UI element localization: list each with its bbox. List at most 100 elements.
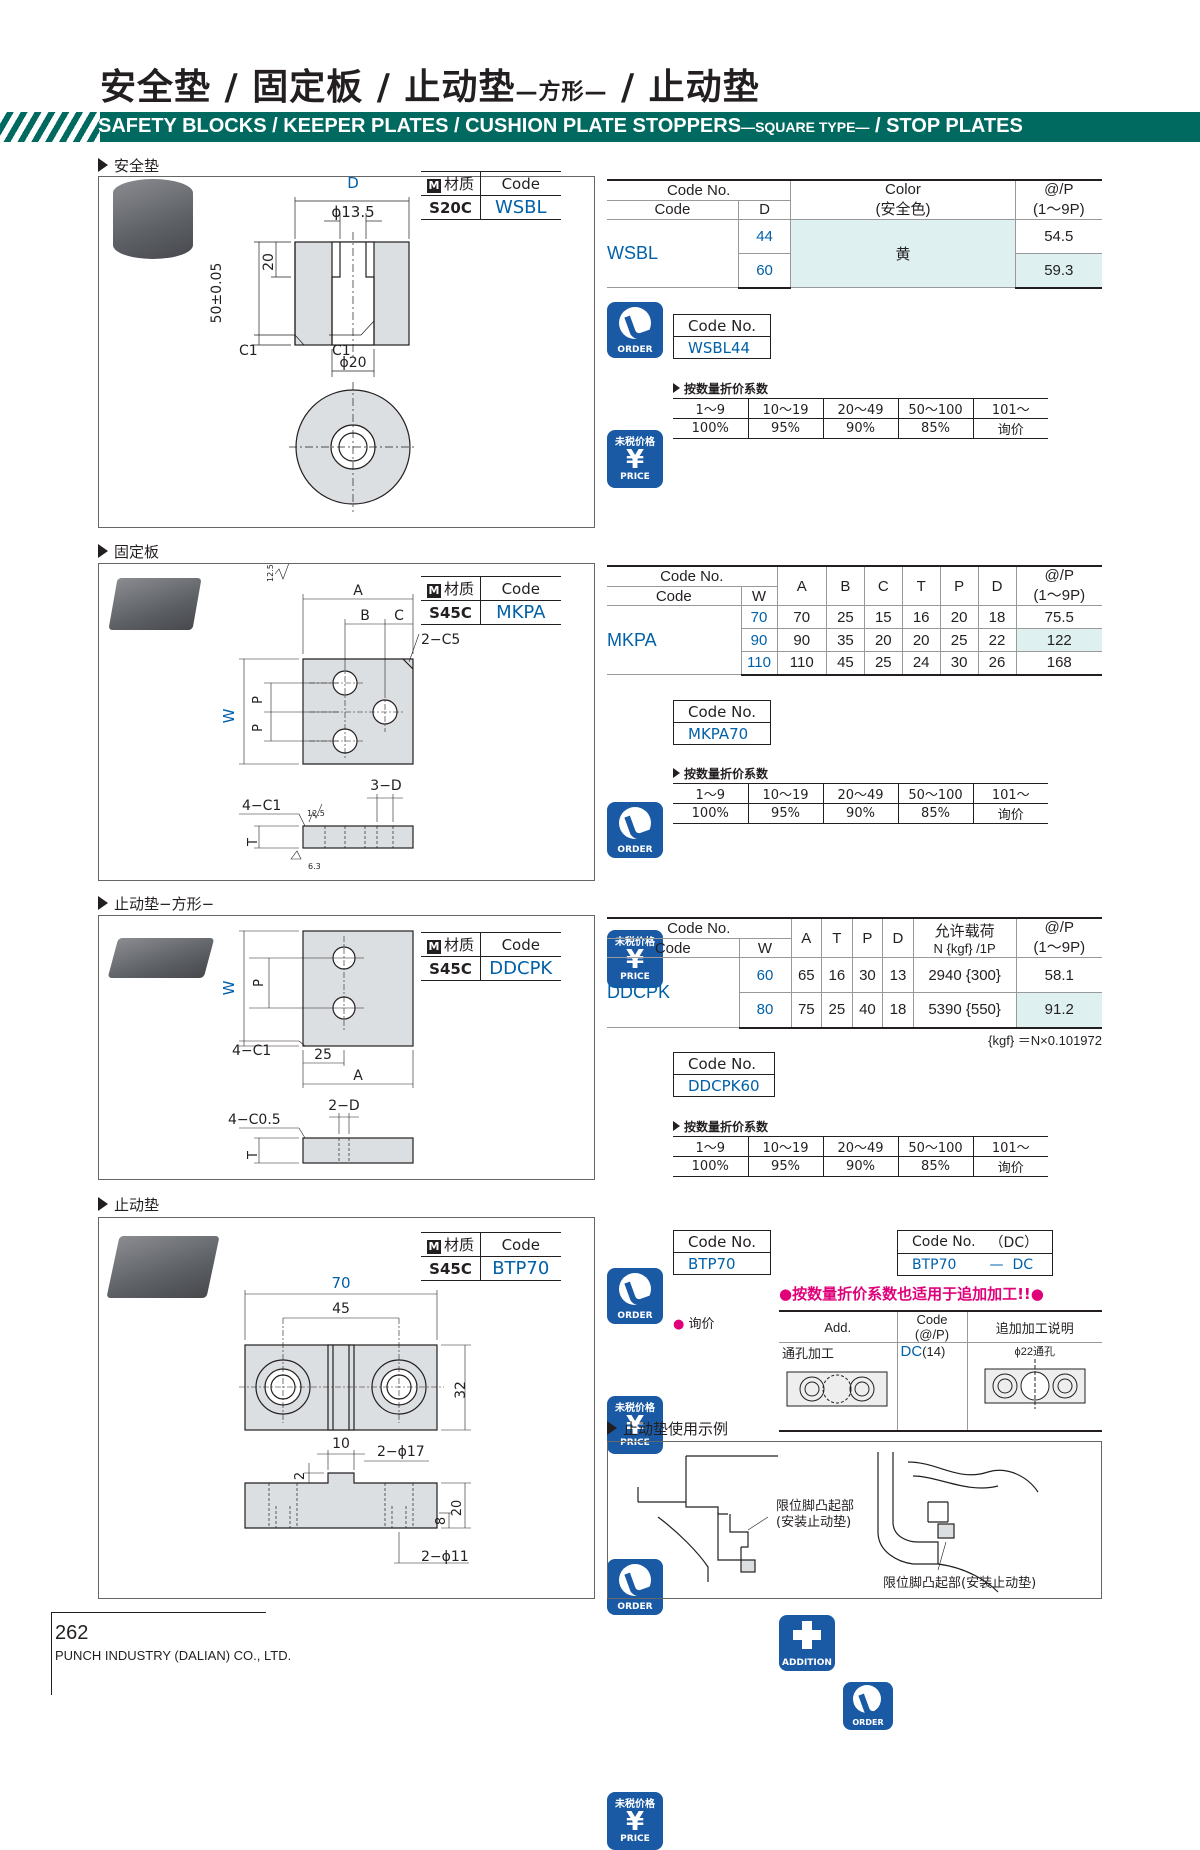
code-label: Code <box>480 1232 561 1257</box>
wsbl-row-price: 54.5 <box>1014 219 1102 254</box>
mkpa-row-price: 122 <box>1015 628 1102 652</box>
ddcpk-row-price: 58.1 <box>1015 957 1102 993</box>
th-col: P <box>939 565 979 606</box>
mkpa-dim-A: A <box>353 583 363 599</box>
phone-icon <box>619 1564 651 1596</box>
th-codeno: Code No. <box>607 917 792 940</box>
ddcpk-cell: 13 <box>882 957 914 993</box>
wsbl-color: 黄 <box>790 219 1016 288</box>
mkpa-order-example: Code No.MKPA70 <box>672 700 772 745</box>
wsbl-row-price: 59.3 <box>1014 253 1102 289</box>
ddcpk-load: 5390 {550} <box>912 992 1017 1029</box>
wsbl-dim-h: 50±0.05 <box>209 263 225 324</box>
ddcpk-dim-d2: 2−D <box>328 1098 359 1114</box>
add-name-cell: 通孔加工 <box>779 1342 898 1432</box>
ddcpk-drawing: W P 4−C1 25 A 4−C0.5 2−D T <box>220 930 414 1164</box>
th-col: T <box>821 917 853 958</box>
mkpa-dim-B: B <box>360 608 370 624</box>
mkpa-cell: 110 <box>776 651 827 676</box>
btp-dim-32: 32 <box>453 1381 469 1399</box>
mkpa-cell: 70 <box>776 605 827 629</box>
mkpa-code: MKPA <box>480 600 561 625</box>
mkpa-order-code: MKPA70 <box>672 722 772 745</box>
mkpa-cell: 20 <box>901 628 941 652</box>
code-no-label: Code No. <box>672 700 772 723</box>
plus-icon <box>793 1621 821 1649</box>
code-no-label: Code No. <box>896 1230 990 1254</box>
add-before-drawing <box>786 1371 888 1407</box>
section-title-ddcpk: 止动垫−方形− <box>98 893 214 914</box>
mkpa-cell: 24 <box>901 651 941 676</box>
ddcpk-cell: 65 <box>790 957 823 993</box>
order-icon: ORDER <box>607 1268 663 1324</box>
btp-drawing: 70 45 32 10 2−ϕ17 2 20 8 2−ϕ11 <box>239 1274 471 1565</box>
material-m-icon: M <box>427 179 441 193</box>
wsbl-row-d: 44 <box>737 219 792 254</box>
btp-code: BTP70 <box>480 1256 561 1281</box>
ddcpk-cell: 75 <box>790 992 823 1029</box>
ddcpk-code: DDCPK <box>480 956 561 981</box>
th-col: D <box>882 917 914 958</box>
wsbl-dim-d2: ϕ20 <box>339 355 366 371</box>
ddcpk-order-code: DDCPK60 <box>673 1074 775 1097</box>
add-desc: ϕ22通孔 <box>1014 1346 1055 1358</box>
dc-label: （DC） <box>989 1230 1054 1254</box>
mkpa-cell: 20 <box>863 628 903 652</box>
order-icon: ORDER <box>607 802 663 858</box>
mkpa-cell: 15 <box>863 605 903 629</box>
ddcpk-dim-A: A <box>353 1068 363 1084</box>
th-add-code: Code (@/P) <box>896 1310 968 1343</box>
ddcpk-dim-c05: 4−C0.5 <box>228 1112 281 1128</box>
ddcpk-cell: 18 <box>882 992 914 1029</box>
addition-note: ●按数量折价系数也适用于追加加工!!● <box>779 1285 1044 1303</box>
material-m-icon: M <box>427 940 441 954</box>
mkpa-table-code: MKPA <box>607 605 742 675</box>
code-label: Code <box>480 171 561 196</box>
wsbl-drawing: D ϕ13.5 20 50±0.05 C1 C1 ϕ20 <box>209 177 417 512</box>
th-color: Color(安全色) <box>790 179 1016 220</box>
mkpa-cell: 18 <box>977 605 1017 629</box>
th-price: @/P(1～9P) <box>1015 565 1102 606</box>
code-label: Code <box>480 932 561 957</box>
kgf-note: {kgf} ＝N×0.101972 <box>988 1033 1102 1048</box>
mkpa-material: S45C <box>421 600 481 625</box>
btp-dim-2: 2 <box>293 1472 308 1480</box>
th-add: Add. <box>779 1310 898 1343</box>
wsbl-order-code: WSBL44 <box>672 336 772 359</box>
wsbl-dim-c1a: C1 <box>239 343 258 359</box>
btp-material: S45C <box>421 1256 481 1281</box>
mkpa-cell: 45 <box>825 651 865 676</box>
th-add-desc: 追加加工说明 <box>966 1310 1102 1343</box>
ddcpk-cell: 40 <box>851 992 884 1029</box>
mkpa-dim-P: P <box>251 696 266 704</box>
material-label: 材质 <box>444 936 475 954</box>
mkpa-row-w: 110 <box>740 651 778 676</box>
wsbl-photo <box>113 179 193 259</box>
footer-rule-vertical <box>51 1612 52 1695</box>
btp-dim-17: 2−ϕ17 <box>377 1444 425 1460</box>
ddcpk-dim-P: P <box>252 979 267 987</box>
mkpa-row-price: 168 <box>1015 651 1102 676</box>
material-label: 材质 <box>444 1236 475 1254</box>
btp-dim-11: 2−ϕ11 <box>421 1549 469 1565</box>
ddcpk-order-example: Code No.DDCPK60 <box>673 1052 775 1097</box>
mkpa-cell: 20 <box>939 605 979 629</box>
section-title-btp: 止动垫 <box>98 1194 159 1215</box>
code-no-label: Code No. <box>672 1230 772 1253</box>
mkpa-dim-d3: 3−D <box>370 778 401 794</box>
code-no-label: Code No. <box>672 314 772 337</box>
price-icon: 未税价格¥PRICE <box>607 1792 663 1850</box>
btp-addition-order: Code No.（DC） BTP70— DC <box>896 1230 1054 1276</box>
th-col: A <box>776 565 827 606</box>
ddcpk-cell: 30 <box>851 957 884 993</box>
mkpa-cell: 30 <box>939 651 979 676</box>
wsbl-dim-D: D <box>347 177 359 192</box>
wsbl-code: WSBL <box>480 195 561 220</box>
th-col: D <box>977 565 1017 606</box>
usage-label: 限位脚凸起部 <box>776 1498 854 1514</box>
mkpa-cell: 22 <box>977 628 1017 652</box>
